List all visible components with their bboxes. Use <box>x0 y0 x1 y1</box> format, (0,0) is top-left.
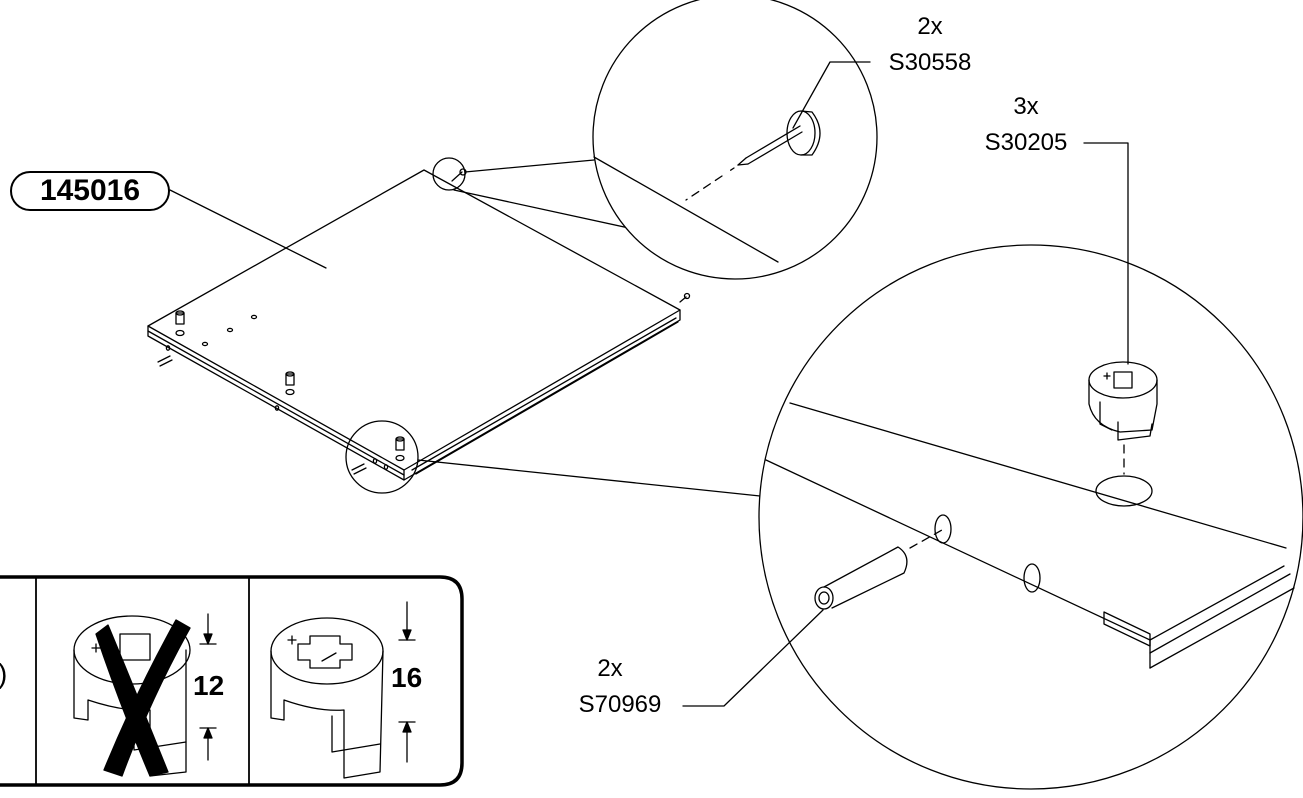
callout-pin-qty: 2x <box>917 13 943 40</box>
part-id-leader <box>169 189 327 269</box>
dowel-part <box>814 529 943 610</box>
wrong-dimension-arrows <box>199 613 217 761</box>
correct-dimension-arrows <box>398 601 416 763</box>
part-id-label: 145016 <box>10 171 170 211</box>
clipped-edge-text: ) <box>0 658 7 690</box>
detail-circle-pin <box>432 0 878 280</box>
callout-camlock-code: S30205 <box>984 129 1068 156</box>
detail-circle-corner <box>345 142 1303 790</box>
correct-camlock-icon <box>270 617 384 779</box>
panel-holes <box>165 314 405 470</box>
panel-board <box>147 168 691 481</box>
panel-dowels <box>157 355 367 475</box>
panel-cam-locks <box>175 310 405 451</box>
pin-part <box>685 110 821 201</box>
comparison-box <box>0 575 464 787</box>
wrong-dimension-value: 12 <box>193 670 225 701</box>
correct-dimension-value: 16 <box>391 662 423 693</box>
wrong-camlock-icon <box>73 615 191 777</box>
camlock-part <box>1088 361 1158 475</box>
callout-pin-code: S30558 <box>888 49 972 76</box>
callout-camlock-qty: 3x <box>1013 93 1039 120</box>
callout-dowel-code: S70969 <box>578 691 662 718</box>
callout-dowel-qty: 2x <box>597 655 623 682</box>
